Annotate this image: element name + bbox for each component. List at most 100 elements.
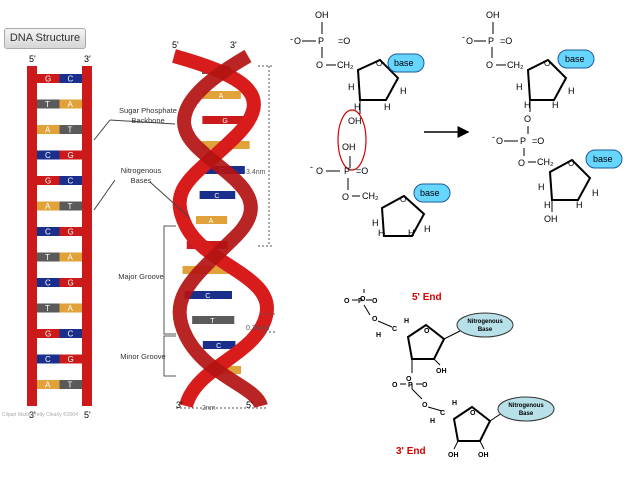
helix-rung: [192, 316, 235, 324]
helix-rung: [195, 216, 228, 224]
ladder-base-letter: C: [68, 330, 74, 339]
ladder-base-l: [37, 252, 60, 262]
ladder-bottom-left: 3': [29, 410, 36, 420]
svg-text:H: H: [378, 228, 385, 238]
svg-text:C: C: [440, 410, 445, 417]
ladder-base-letter: T: [68, 381, 73, 390]
three-prime-end: 3' End: [396, 446, 426, 457]
ladder-base-r: [59, 380, 82, 389]
svg-text:O: O: [294, 36, 301, 46]
svg-text:CH₂: CH₂: [507, 60, 524, 70]
helix-rung: [202, 341, 236, 349]
svg-text:CH₂: CH₂: [362, 191, 379, 201]
ladder-base-r: [59, 278, 82, 287]
svg-text:base: base: [593, 154, 613, 164]
ladder-base-letter: C: [45, 279, 51, 288]
helix-bottom-left: 3': [176, 400, 183, 410]
helix-strand-a: [172, 49, 274, 409]
svg-text:O: O: [470, 410, 476, 417]
svg-text:O: O: [372, 298, 378, 305]
ladder-base-l: [37, 329, 60, 338]
base-pill-1: [387, 53, 425, 73]
nucleotide-strand: O O P O O C H H O O OH O P O O C H H O: [344, 289, 555, 459]
ladder-left-backbone: [27, 66, 37, 406]
ladder-base-letter: G: [45, 330, 51, 339]
nitro-base-ellipse-2: [497, 396, 555, 422]
helix-rung: [199, 191, 236, 199]
five-prime-end: 5' End: [412, 292, 442, 303]
svg-text:O: O: [316, 166, 323, 176]
bases-label: Nitrogenous Bases: [120, 166, 162, 185]
ladder-base-letter: G: [68, 228, 74, 237]
helix-rung-letter: C: [216, 343, 221, 350]
svg-text:O: O: [424, 328, 430, 335]
svg-text:H: H: [452, 400, 457, 407]
svg-text:-: -: [462, 32, 465, 42]
ladder-base-r: [59, 125, 82, 134]
helix-rung: [202, 91, 241, 99]
helix-rung-letter: A: [209, 218, 214, 225]
ladder-base-letter: G: [68, 151, 74, 160]
helix-pointers: [93, 119, 191, 219]
ladder-base-letter: G: [68, 279, 74, 288]
ladder-base-letter: A: [45, 202, 51, 211]
ladder-base-r: [59, 227, 82, 236]
svg-text:OH: OH: [315, 10, 329, 20]
reactant-bottom-nucleotide: - O P =O O CH₂ O H H H H: [310, 156, 431, 238]
svg-text:H: H: [348, 82, 355, 92]
svg-text:O: O: [360, 296, 366, 303]
helix-width-label: 2nm: [202, 405, 216, 412]
svg-text:CH₂: CH₂: [537, 157, 554, 167]
svg-text:P: P: [520, 136, 526, 146]
minor-groove-label: Minor Groove: [120, 352, 166, 361]
major-groove-label: Major Groove: [118, 272, 164, 281]
helix-strand-b: [172, 49, 268, 409]
nitro-base-2-line1: Nitrogenous: [508, 403, 544, 409]
svg-text:O: O: [466, 36, 473, 46]
ladder-base-letter: C: [68, 75, 74, 84]
svg-text:H: H: [354, 102, 361, 112]
svg-text:O: O: [422, 402, 428, 409]
svg-text:H: H: [576, 200, 583, 210]
svg-text:O: O: [568, 159, 574, 168]
ladder-base-r: [59, 252, 82, 262]
svg-text:=O: =O: [338, 36, 350, 46]
svg-text:H: H: [544, 200, 551, 210]
svg-text:OH: OH: [544, 214, 558, 224]
helix-rung-letter: A: [219, 93, 224, 100]
svg-text:H: H: [404, 318, 409, 325]
svg-text:O: O: [342, 192, 349, 202]
ladder-base-l: [37, 380, 60, 389]
ladder-bottom-right: 5': [84, 410, 91, 420]
svg-text:O: O: [372, 316, 378, 323]
ladder-base-l: [37, 303, 60, 313]
ladder-base-letter: A: [45, 381, 51, 390]
ladder-base-letter: C: [45, 355, 51, 364]
ladder-base-l: [37, 74, 60, 83]
ladder-base-r: [59, 150, 82, 160]
svg-text:O: O: [392, 382, 398, 389]
svg-text:=O: =O: [500, 36, 512, 46]
helix-rung-letter: C: [205, 293, 210, 300]
svg-text:O: O: [524, 114, 531, 124]
ladder-base-letter: G: [45, 75, 51, 84]
svg-text:O: O: [496, 136, 503, 146]
ladder-base-letter: G: [45, 177, 51, 186]
svg-text:O: O: [376, 59, 382, 68]
backbone-label: Sugar Phosphate Backbone: [119, 106, 177, 125]
svg-text:O: O: [486, 60, 493, 70]
ladder-base-r: [59, 74, 82, 83]
svg-text:H: H: [372, 218, 379, 228]
svg-text:base: base: [420, 188, 440, 198]
helix-rung: [184, 291, 232, 299]
ladder-base-letter: T: [45, 253, 50, 262]
helix-rung-letter: C: [214, 193, 219, 200]
helix-bottom-right: 5': [246, 400, 253, 410]
ladder-base-letter: A: [68, 253, 74, 262]
svg-text:P: P: [344, 166, 350, 176]
svg-text:H: H: [516, 82, 523, 92]
svg-text:P: P: [358, 298, 363, 305]
svg-text:P: P: [408, 382, 413, 389]
reactant-top-nucleotide: OH - O P =O O CH₂ O H H H H OH: [290, 10, 407, 126]
ladder-base-letter: T: [68, 126, 73, 135]
